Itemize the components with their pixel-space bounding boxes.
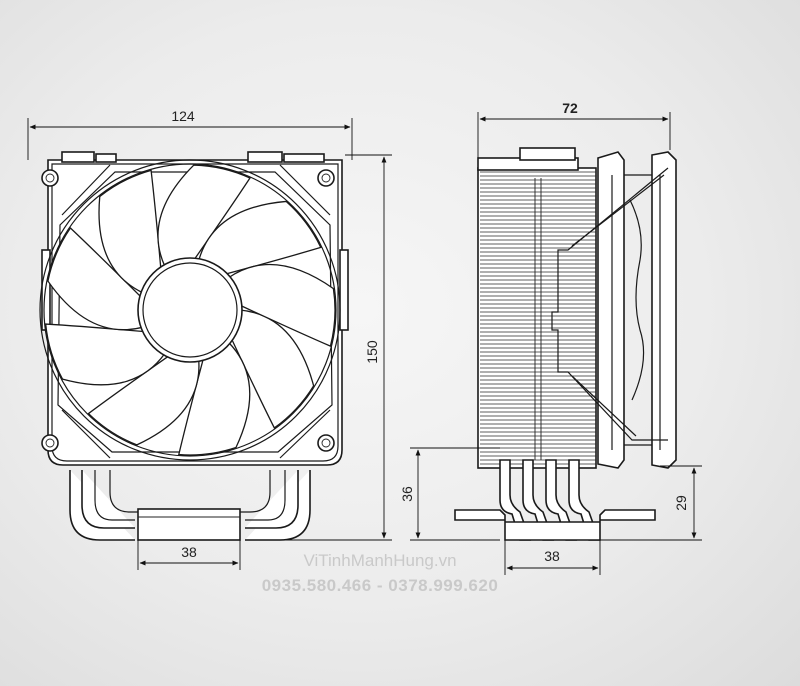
- dim-side-base: 38: [504, 540, 601, 575]
- side-pipe-height-label: 29: [673, 495, 689, 511]
- side-base-plate: [454, 509, 656, 541]
- front-height-label: 150: [364, 340, 380, 364]
- dim-side-pipe-height: 29: [600, 465, 702, 541]
- front-view: [39, 151, 349, 541]
- dim-front-height: 150: [245, 154, 392, 541]
- dim-front-width: 124: [27, 108, 353, 160]
- fan-icon: [39, 151, 349, 466]
- dim-side-depth: 72: [477, 100, 671, 158]
- side-heatsink: [477, 167, 597, 469]
- front-base-label: 38: [181, 544, 197, 560]
- side-base-label: 38: [544, 548, 560, 564]
- side-base-height-label: 36: [399, 486, 415, 502]
- heatpipe-icon: [69, 470, 311, 541]
- dim-front-base: 38: [137, 540, 241, 570]
- cooler-base: [137, 508, 241, 541]
- side-depth-label: 72: [562, 100, 578, 116]
- watermark-site: ViTinhManhHung.vn: [303, 551, 456, 570]
- fan-icon: [597, 151, 677, 469]
- mounting-screw-icon: [41, 169, 335, 452]
- watermark-phone: 0935.580.466 - 0378.999.620: [262, 576, 499, 595]
- front-width-label: 124: [171, 108, 195, 124]
- dim-side-base-height: 36: [399, 447, 500, 541]
- side-view: [454, 147, 677, 541]
- heatsink-fins-icon: [480, 171, 596, 465]
